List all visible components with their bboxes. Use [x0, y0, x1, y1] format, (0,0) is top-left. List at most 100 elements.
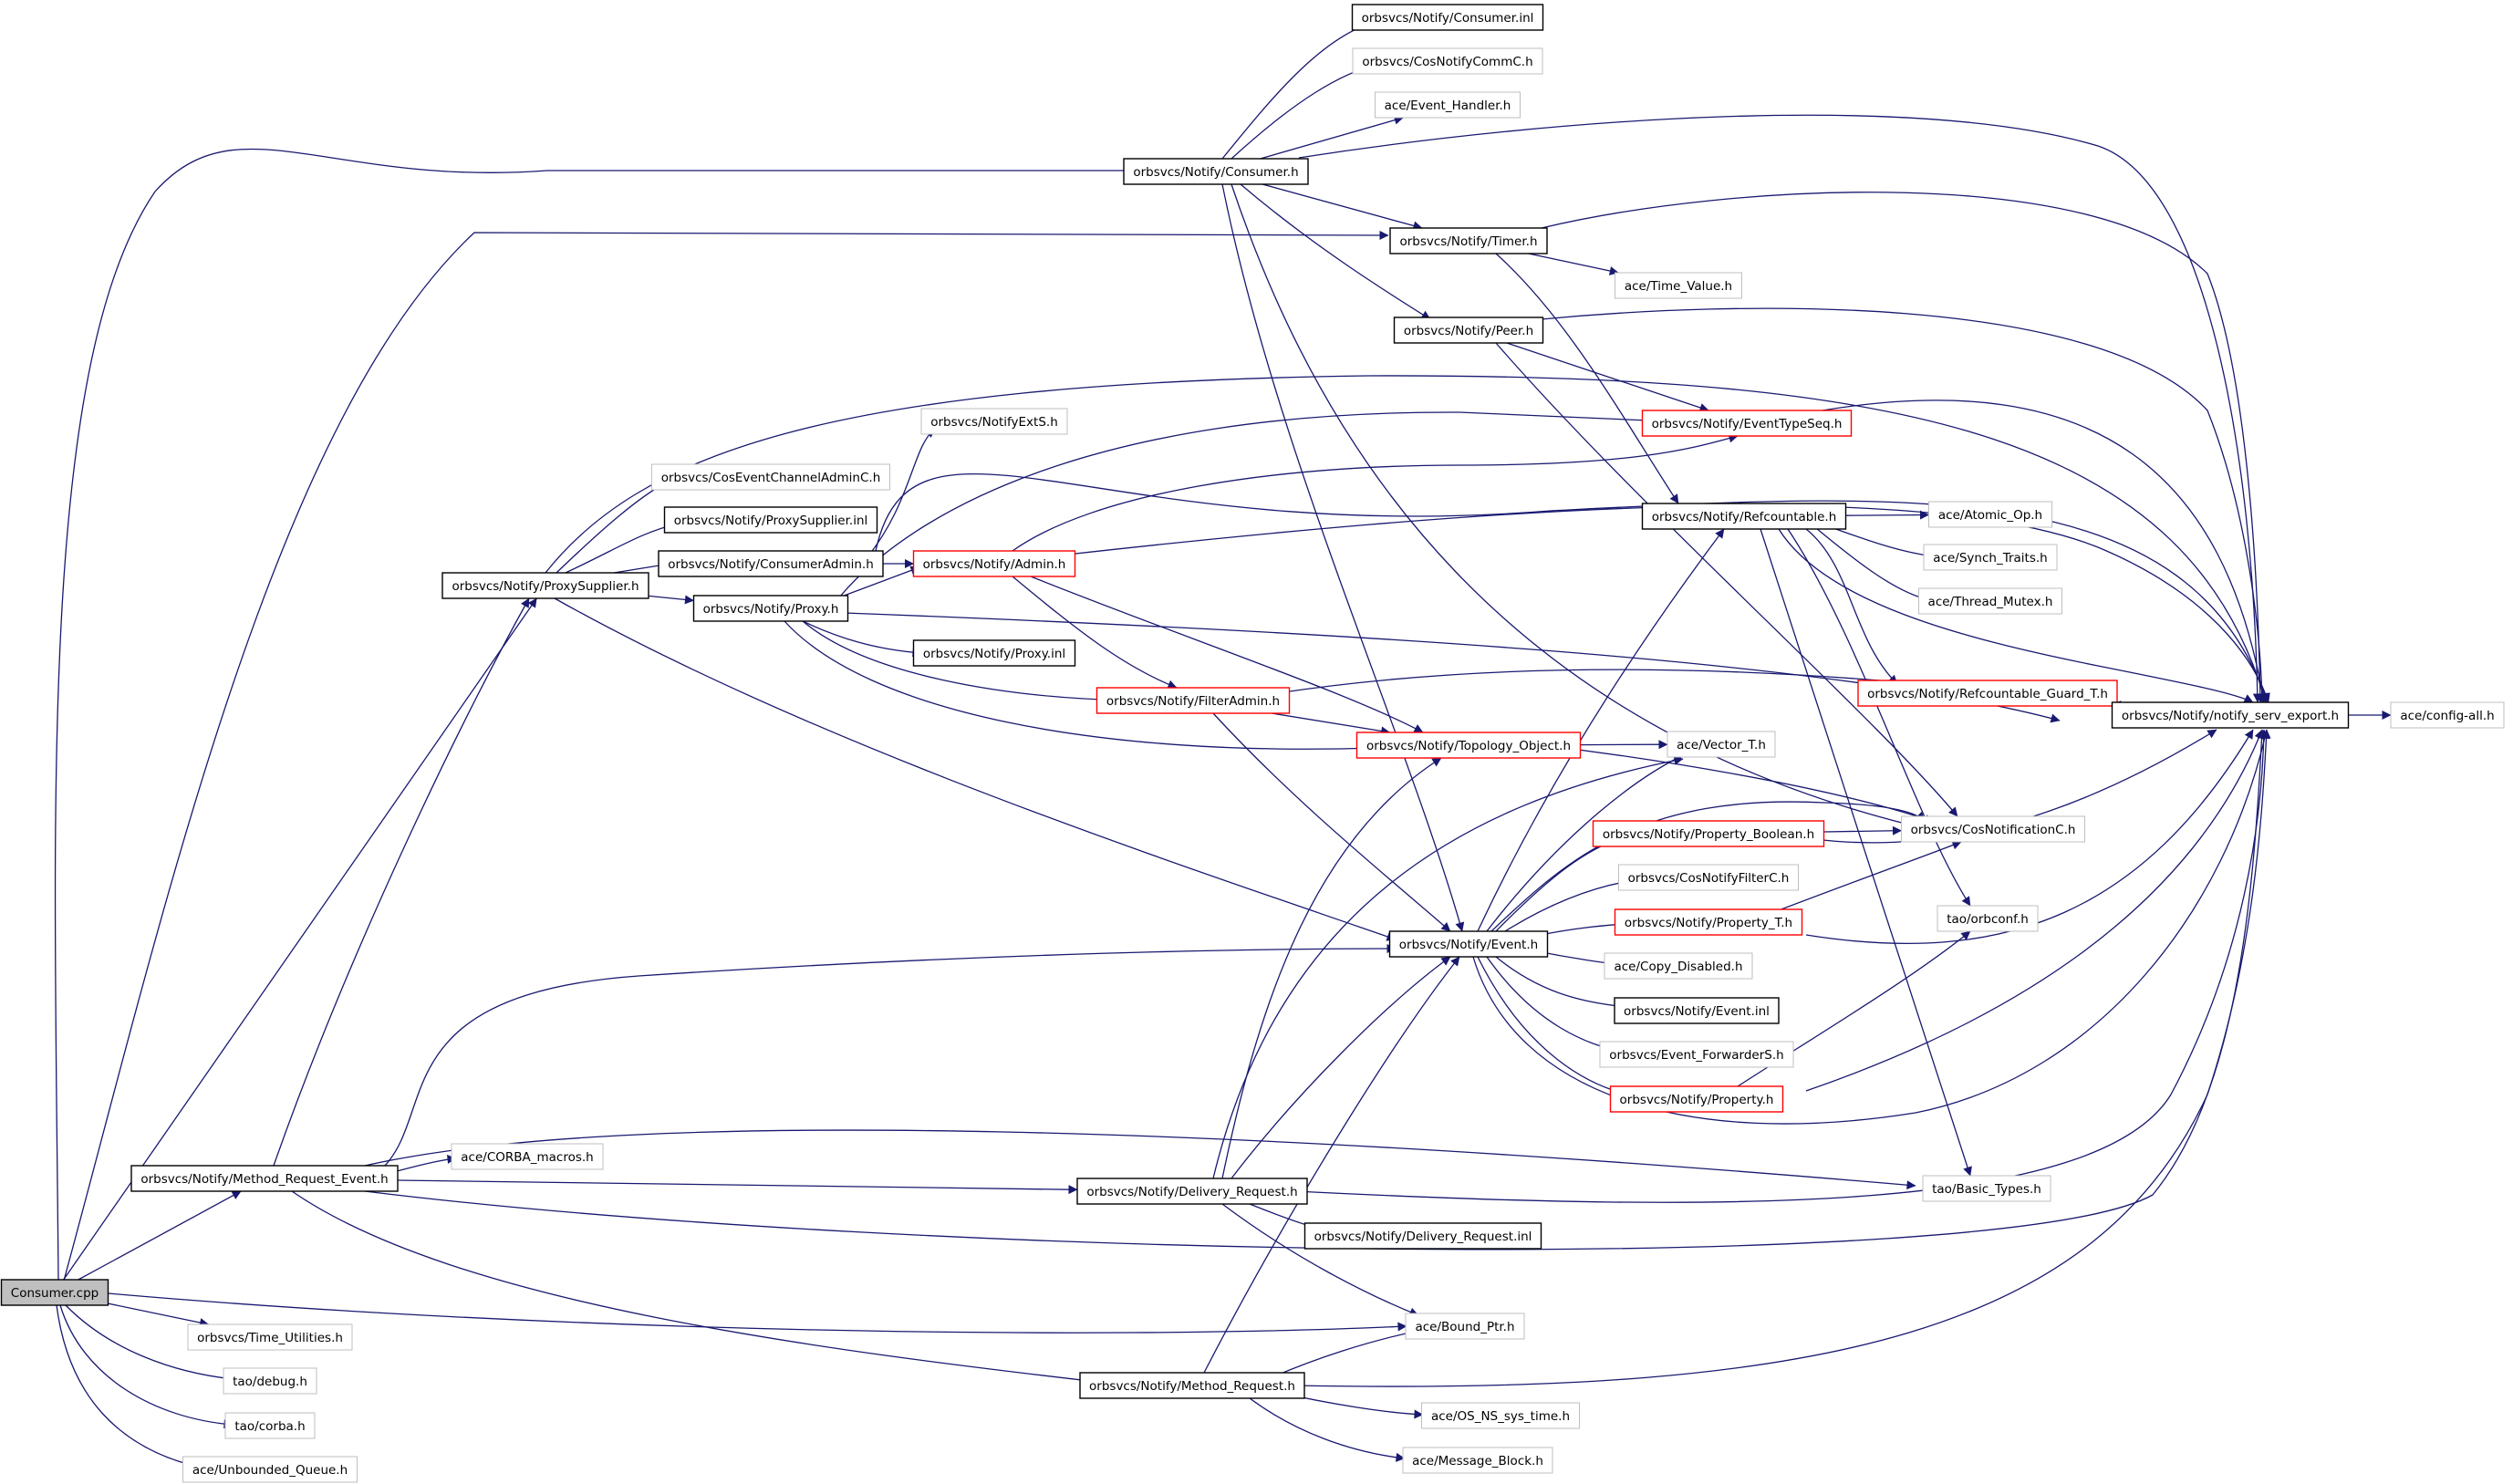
node-cosnotifycommc_h[interactable]: orbsvcs/CosNotifyCommC.h [1352, 47, 1543, 75]
edge-refcountable_h-to-orbconf_h [1787, 528, 1971, 907]
node-label: orbsvcs/Notify/Timer.h [1399, 234, 1537, 249]
node-unbounded_queue_h[interactable]: ace/Unbounded_Queue.h [182, 1456, 358, 1483]
edge-consumeradmin_h-to-notify_serv_export_h [875, 472, 2269, 703]
node-label: ace/Time_Value.h [1625, 279, 1732, 294]
edge-consumer_h-to-cosnotificationc_h [1231, 183, 1928, 832]
node-proxysupplier_inl[interactable]: orbsvcs/Notify/ProxySupplier.inl [663, 506, 878, 534]
node-debug_h[interactable]: tao/debug.h [223, 1367, 317, 1395]
node-eventtypeseq_h[interactable]: orbsvcs/Notify/EventTypeSeq.h [1641, 410, 1853, 437]
node-label: orbsvcs/Time_Utilities.h [197, 1331, 343, 1345]
node-copy_disabled_h[interactable]: ace/Copy_Disabled.h [1604, 952, 1753, 980]
node-label: orbsvcs/Notify/ProxySupplier.h [452, 579, 639, 594]
node-property_h[interactable]: orbsvcs/Notify/Property.h [1609, 1085, 1784, 1113]
edge-method_request_event_h-to-method_request_h [291, 1190, 1114, 1387]
node-orbconf_h[interactable]: tao/orbconf.h [1937, 905, 2039, 932]
node-bound_ptr_h[interactable]: ace/Bound_Ptr.h [1405, 1313, 1525, 1340]
node-corba_h[interactable]: tao/corba.h [224, 1412, 316, 1439]
node-corba_macros_h[interactable]: ace/CORBA_macros.h [451, 1143, 604, 1170]
node-topology_object_h[interactable]: orbsvcs/Notify/Topology_Object.h [1355, 732, 1582, 759]
node-box [1641, 410, 1853, 437]
node-notifyexts_h[interactable]: orbsvcs/NotifyExtS.h [920, 408, 1068, 435]
edge-refcountable_h-to-notify_serv_export_h [1778, 528, 2254, 703]
node-box [1096, 687, 1291, 714]
edge-consumer_h-to-event_h [1221, 183, 1465, 932]
node-atomic_op_h[interactable]: ace/Atomic_Op.h [1928, 501, 2052, 528]
edge-method_request_h-to-event_h [1203, 956, 1460, 1374]
node-event_forwarders_h[interactable]: orbsvcs/Event_ForwarderS.h [1599, 1041, 1794, 1068]
node-basic_types_h[interactable]: tao/Basic_Types.h [1922, 1175, 2051, 1202]
node-consumer_cpp[interactable]: Consumer.cpp [0, 1279, 109, 1306]
node-time_utilities_h[interactable]: orbsvcs/Time_Utilities.h [187, 1323, 353, 1351]
node-label: ace/Unbounded_Queue.h [192, 1463, 348, 1478]
node-event_inl[interactable]: orbsvcs/Notify/Event.inl [1614, 997, 1780, 1024]
node-box [223, 1367, 317, 1395]
node-method_request_h[interactable]: orbsvcs/Notify/Method_Request.h [1079, 1372, 1305, 1399]
node-box [187, 1323, 353, 1351]
edge-consumer_h-to-notify_serv_export_h [1298, 114, 2262, 703]
node-label: orbsvcs/Notify/Delivery_Request.h [1086, 1185, 1297, 1199]
node-box [451, 1143, 604, 1170]
node-refcountable_guard_h[interactable]: orbsvcs/Notify/Refcountable_Guard_T.h [1857, 680, 2118, 707]
node-consumeradmin_h[interactable]: orbsvcs/Notify/ConsumerAdmin.h [658, 550, 884, 577]
edge-admin_h-to-topology_object_h [1030, 576, 1424, 733]
edge-admin_h-to-notify_serv_export_h [1066, 504, 2270, 703]
edge-consumer_h-to-event_handler_h [1260, 115, 1404, 160]
node-box [1421, 1402, 1580, 1429]
node-consumer_inl[interactable]: orbsvcs/Notify/Consumer.inl [1351, 4, 1544, 31]
node-property_boolean_h[interactable]: orbsvcs/Notify/Property_Boolean.h [1592, 820, 1825, 847]
node-event_h[interactable]: orbsvcs/Notify/Event.h [1388, 930, 1549, 958]
edge-property_t_h-to-cosnotificationc_h [1778, 840, 1962, 911]
node-delivery_request_inl[interactable]: orbsvcs/Notify/Delivery_Request.inl [1303, 1222, 1542, 1250]
node-box [1389, 227, 1548, 254]
node-consumer_h[interactable]: orbsvcs/Notify/Consumer.h [1123, 158, 1309, 185]
edge-admin_h-to-filteradmin_h [1012, 576, 1178, 690]
node-timer_h[interactable]: orbsvcs/Notify/Timer.h [1389, 227, 1548, 254]
node-message_block_h[interactable]: ace/Message_Block.h [1402, 1447, 1553, 1474]
node-cosnotificationc_h[interactable]: orbsvcs/CosNotificationC.h [1901, 815, 2085, 843]
node-box [1303, 1222, 1542, 1250]
node-label: orbsvcs/Notify/Method_Request_Event.h [140, 1172, 388, 1187]
node-property_t_h[interactable]: orbsvcs/Notify/Property_T.h [1614, 908, 1803, 936]
edge-consumer_h-to-cosnotifycommc_h [1231, 61, 1380, 160]
node-notify_serv_export_h[interactable]: orbsvcs/Notify/notify_serv_export.h [2111, 701, 2350, 729]
node-time_value_h[interactable]: ace/Time_Value.h [1615, 272, 1742, 299]
node-cosnotifyfilterc_h[interactable]: orbsvcs/CosNotifyFilterC.h [1618, 864, 1799, 891]
edge-method_request_event_h-to-proxysupplier_h [273, 597, 530, 1167]
node-label: orbsvcs/Notify/FilterAdmin.h [1106, 694, 1280, 709]
node-thread_mutex_h[interactable]: ace/Thread_Mutex.h [1918, 587, 2062, 615]
node-synch_traits_h[interactable]: ace/Synch_Traits.h [1923, 544, 2058, 571]
edge-delivery_request_h-to-vector_t_h [1212, 755, 1684, 1179]
node-event_handler_h[interactable]: ace/Event_Handler.h [1375, 91, 1521, 119]
node-label: orbsvcs/Notify/Refcountable_Guard_T.h [1867, 687, 2108, 701]
node-label: orbsvcs/Notify/Proxy.inl [923, 647, 1065, 661]
edge-event_h-to-cosnotificationc_h [1490, 801, 1926, 932]
node-peer_h[interactable]: orbsvcs/Notify/Peer.h [1393, 317, 1544, 344]
node-box [1592, 820, 1825, 847]
edge-method_request_h-to-notify_serv_export_h [1294, 729, 2271, 1387]
edge-method_request_event_h-to-notify_serv_export_h [364, 729, 2267, 1251]
node-label: tao/debug.h [233, 1375, 307, 1389]
node-delivery_request_h[interactable]: orbsvcs/Notify/Delivery_Request.h [1076, 1178, 1308, 1205]
node-os_ns_sys_time_h[interactable]: ace/OS_NS_sys_time.h [1421, 1402, 1580, 1429]
node-refcountable_h[interactable]: orbsvcs/Notify/Refcountable.h [1641, 503, 1847, 530]
node-coseventchanneladminc_h[interactable]: orbsvcs/CosEventChannelAdminC.h [651, 463, 890, 491]
node-proxysupplier_h[interactable]: orbsvcs/Notify/ProxySupplier.h [441, 572, 649, 599]
edge-filteradmin_h-to-event_h [1212, 712, 1451, 932]
edge-consumer_h-to-consumer_inl [1221, 17, 1380, 160]
node-box [1079, 1372, 1305, 1399]
node-method_request_event_h[interactable]: orbsvcs/Notify/Method_Request_Event.h [130, 1165, 399, 1192]
edge-event_h-to-vector_t_h [1486, 754, 1684, 932]
node-filteradmin_h[interactable]: orbsvcs/Notify/FilterAdmin.h [1096, 687, 1291, 714]
node-proxy_inl[interactable]: orbsvcs/Notify/Proxy.inl [912, 639, 1076, 667]
node-box [1375, 91, 1521, 119]
node-label: orbsvcs/Notify/ProxySupplier.inl [674, 514, 868, 528]
node-label: orbsvcs/CosNotifyCommC.h [1362, 55, 1532, 69]
node-config_all_h[interactable]: ace/config-all.h [2390, 701, 2505, 729]
edge-property_boolean_h-to-cosnotificationc_h [1823, 825, 1902, 835]
edge-event_h-to-property_boolean_h [1495, 835, 1625, 932]
edge-property_h-to-notify_serv_export_h [1805, 729, 2264, 1092]
node-admin_h[interactable]: orbsvcs/Notify/Admin.h [912, 550, 1076, 577]
node-vector_t_h[interactable]: ace/Vector_T.h [1667, 731, 1776, 758]
node-proxy_h[interactable]: orbsvcs/Notify/Proxy.h [692, 595, 849, 622]
